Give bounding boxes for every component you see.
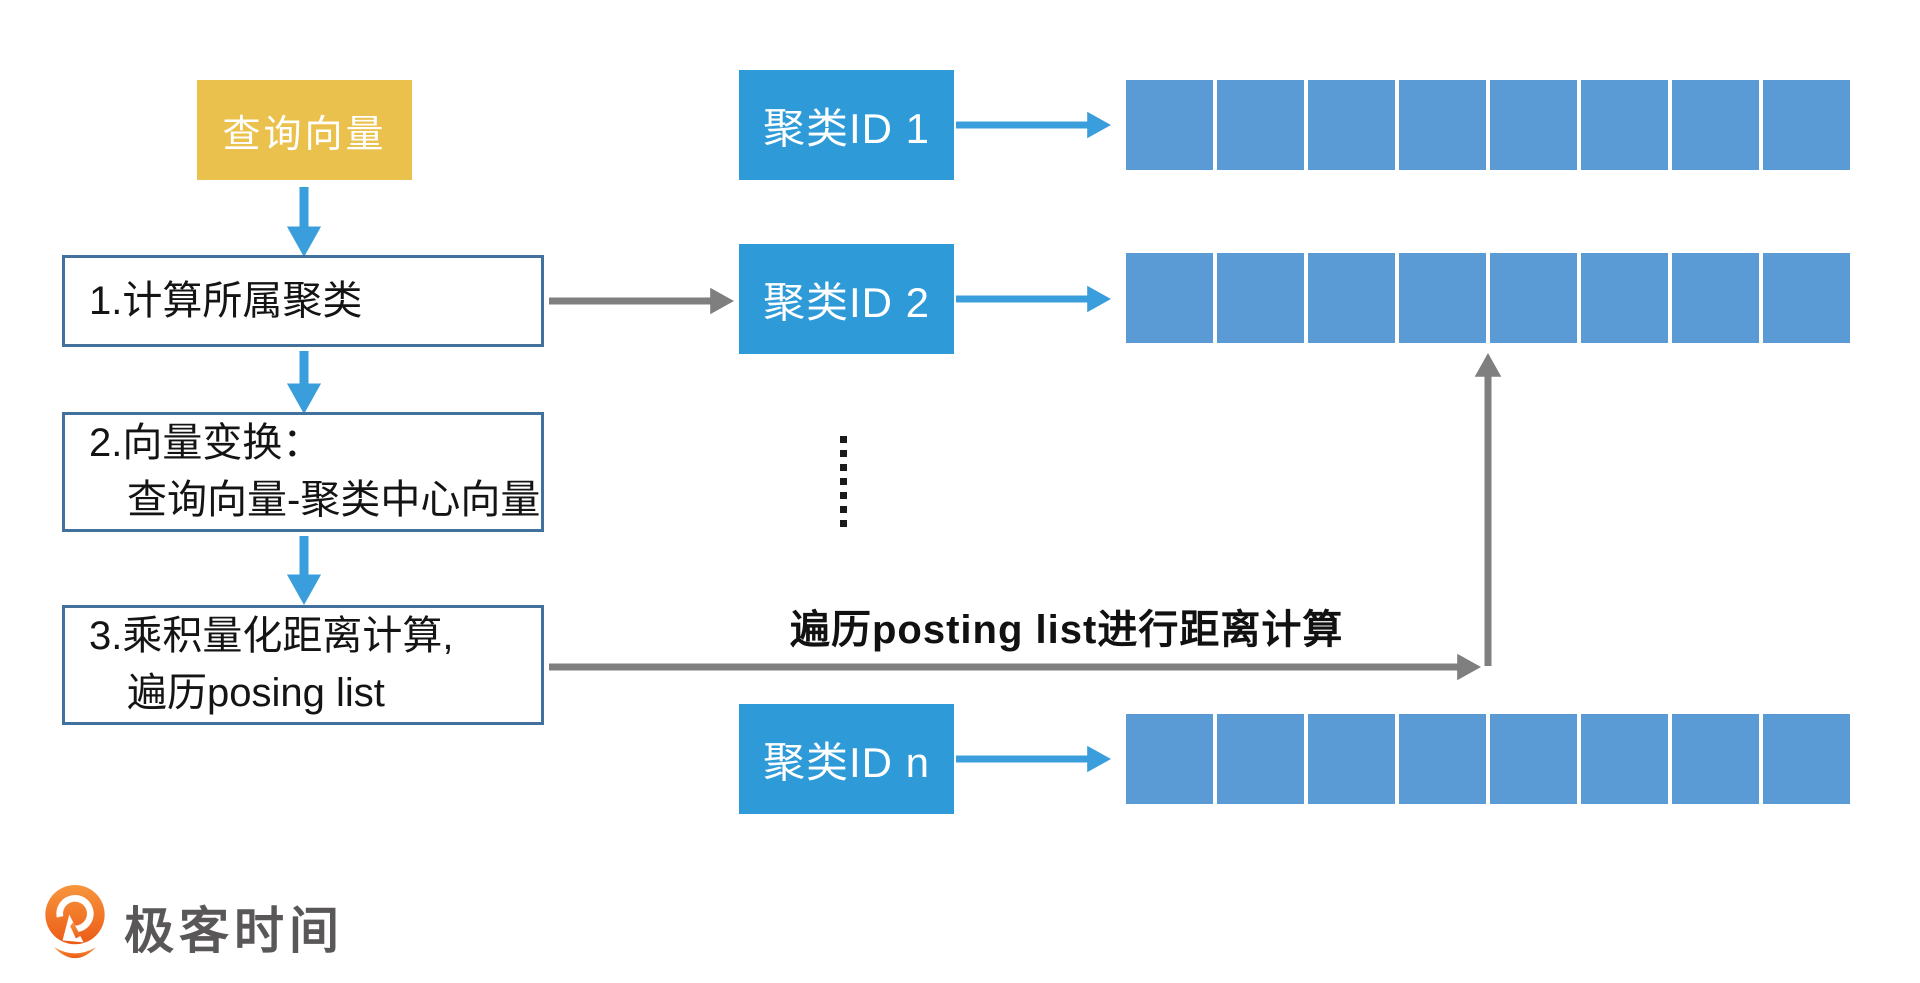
bar-segment <box>1399 714 1486 804</box>
bar-segment <box>1308 714 1395 804</box>
geektime-logo-icon <box>45 884 105 959</box>
query-vector-label: 查询向量 <box>222 113 387 156</box>
ellipsis-dots <box>840 436 847 527</box>
bar-segment <box>1490 80 1577 170</box>
bar-segment <box>1672 714 1759 804</box>
bar-segment <box>1217 714 1304 804</box>
ellipsis-dot <box>840 492 847 499</box>
bar-segment <box>1581 714 1668 804</box>
cluster-box-n: 聚类ID n <box>739 704 954 814</box>
cluster1-label: 聚类ID 1 <box>762 104 931 152</box>
posting-list-bar-2 <box>1126 253 1850 343</box>
step-box-3: 3.乘积量化距离计算, 遍历posing list <box>62 605 544 725</box>
cluster-box-1: 聚类ID 1 <box>739 70 954 180</box>
bar-segment <box>1672 253 1759 343</box>
ellipsis-dot <box>840 478 847 485</box>
bar-segment <box>1490 714 1577 804</box>
ellipsis-dot <box>840 520 847 527</box>
bar-segment <box>1217 253 1304 343</box>
bar-segment <box>1126 80 1213 170</box>
bar-segment <box>1763 714 1850 804</box>
step3-line1: 3.乘积量化距离计算, <box>89 614 454 658</box>
bar-segment <box>1763 253 1850 343</box>
bar-segment <box>1581 253 1668 343</box>
bar-segment <box>1399 253 1486 343</box>
step-box-1: 1.计算所属聚类 <box>62 255 544 347</box>
step3-line2: 遍历posing list <box>127 671 385 715</box>
cluster2-label: 聚类ID 2 <box>762 278 931 326</box>
bar-segment <box>1126 253 1213 343</box>
step-box-2: 2.向量变换： 查询向量-聚类中心向量 <box>62 412 544 532</box>
bar-segment <box>1763 80 1850 170</box>
bar-segment <box>1581 80 1668 170</box>
step2-line1: 2.向量变换： <box>89 421 323 465</box>
posting-list-bar-n <box>1126 714 1850 804</box>
geektime-logo-text: 极客时间 <box>124 903 344 959</box>
ellipsis-dot <box>840 506 847 513</box>
bar-segment <box>1126 714 1213 804</box>
posting-list-bar-1 <box>1126 80 1850 170</box>
bar-segment <box>1308 80 1395 170</box>
ellipsis-dot <box>840 450 847 457</box>
bar-segment <box>1490 253 1577 343</box>
traverse-annotation: 遍历posting list进行距离计算 <box>790 608 1344 652</box>
bar-segment <box>1217 80 1304 170</box>
bar-segment <box>1399 80 1486 170</box>
bar-segment <box>1308 253 1395 343</box>
clustern-label: 聚类ID n <box>762 738 931 786</box>
bar-segment <box>1672 80 1759 170</box>
cluster-box-2: 聚类ID 2 <box>739 244 954 354</box>
query-vector-box: 查询向量 <box>197 80 412 180</box>
ellipsis-dot <box>840 436 847 443</box>
geektime-logo: 极客时间 <box>44 884 344 972</box>
step1-line1: 1.计算所属聚类 <box>89 278 363 323</box>
ellipsis-dot <box>840 464 847 471</box>
step2-line2: 查询向量-聚类中心向量 <box>127 478 541 522</box>
